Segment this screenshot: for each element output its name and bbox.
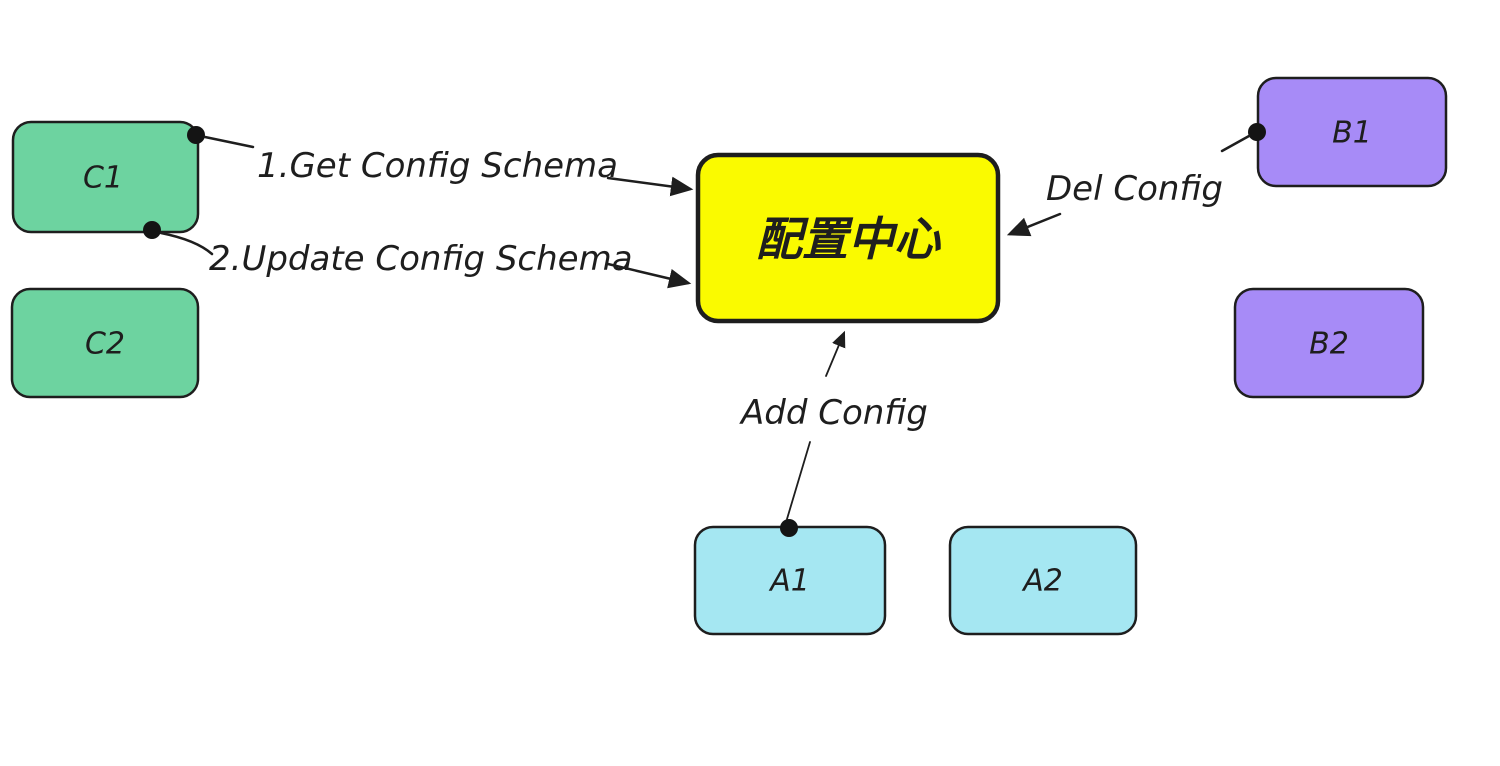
edge-get-arrow-line	[606, 176, 694, 197]
edge-update-connector-line	[159, 231, 214, 256]
edge-del-arrow-line	[1006, 212, 1062, 237]
node-a2[interactable]: A2	[948, 525, 1138, 636]
node-c2-rect[interactable]	[10, 287, 200, 399]
edge-update-arrow-line	[606, 262, 692, 289]
node-a1[interactable]: A1	[693, 525, 887, 636]
edge-label-add-config: Add Config	[739, 393, 928, 433]
node-c1-rect[interactable]	[11, 120, 200, 234]
node-config-center[interactable]: 配置中心	[695, 152, 1001, 324]
node-b1-label: B1	[1332, 116, 1372, 151]
edge-del-config[interactable]: Del Config	[1006, 123, 1266, 237]
edge-label-get-config-schema: 1.Get Config Schema	[257, 146, 618, 186]
node-b1[interactable]: B1	[1256, 76, 1448, 188]
node-a1-label: A1	[768, 564, 810, 599]
edge-label-update-config-schema: 2.Update Config Schema	[209, 239, 633, 279]
node-b2[interactable]: B2	[1233, 287, 1425, 399]
connection-dot-c1-top	[187, 126, 205, 144]
edge-get-connector-line	[203, 135, 255, 149]
node-config-center-rect[interactable]	[695, 152, 1001, 324]
node-c2-label: C2	[85, 327, 125, 362]
edge-del-connector-line	[1220, 134, 1251, 153]
edge-update-config-schema[interactable]: 2.Update Config Schema	[143, 221, 692, 289]
edge-add-line-lower	[786, 441, 811, 520]
node-b2-rect[interactable]	[1233, 287, 1425, 399]
node-config-center-label: 配置中心	[756, 212, 942, 266]
node-a2-label: A2	[1021, 564, 1063, 599]
node-c1[interactable]: C1	[11, 120, 200, 234]
edge-get-config-schema[interactable]: 1.Get Config Schema	[187, 126, 694, 197]
connection-dot-b1-left	[1248, 123, 1266, 141]
node-a2-rect[interactable]	[948, 525, 1138, 636]
edge-label-del-config: Del Config	[1046, 169, 1223, 209]
edge-add-line-upper	[825, 330, 846, 377]
node-c2[interactable]: C2	[10, 287, 200, 399]
connection-dot-c1-bottom	[143, 221, 161, 239]
node-c1-label: C1	[83, 161, 123, 196]
connection-dot-a1-top	[780, 519, 798, 537]
edge-add-config[interactable]: Add Config	[739, 330, 928, 537]
node-b2-label: B2	[1309, 327, 1349, 362]
